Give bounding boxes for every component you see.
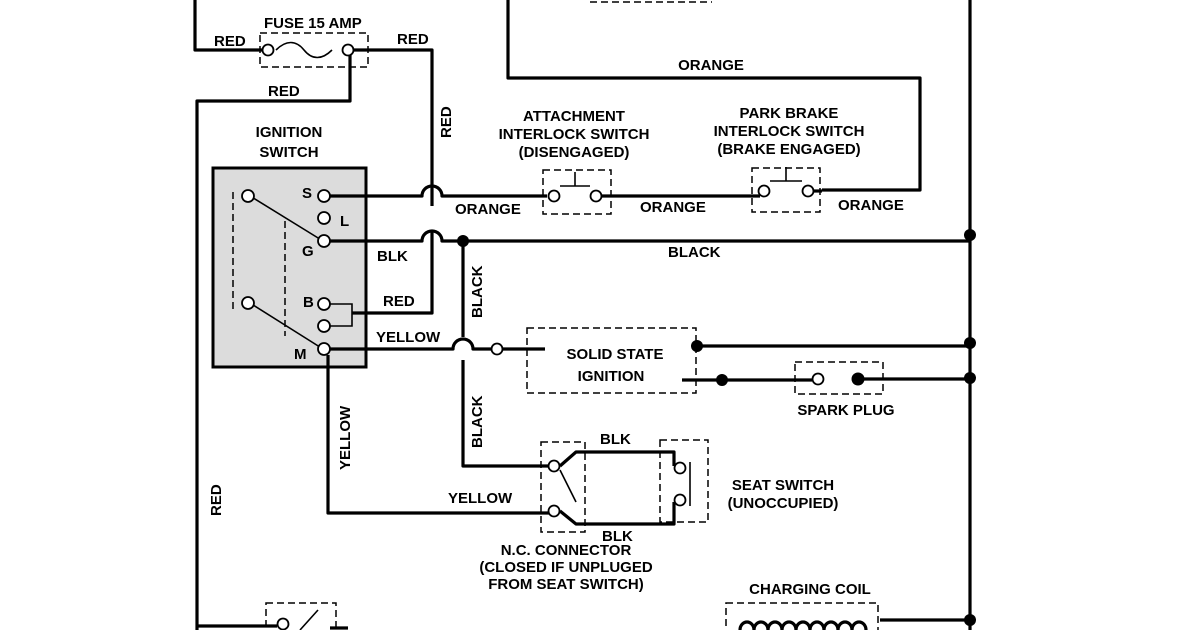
black-label-vertical-upper: BLACK (469, 265, 486, 318)
fuse-circuit (193, 0, 434, 630)
nc-connector-title-3: FROM SEAT SWITCH) (488, 576, 644, 593)
yellow-label-horizontal: YELLOW (376, 329, 441, 346)
ignition-switch-title-1: IGNITION (256, 124, 323, 141)
nc-connector-title-1: N.C. CONNECTOR (501, 542, 632, 559)
fuse-element-icon (275, 41, 333, 59)
orange-wire-loop (506, 0, 922, 192)
red-label-vertical-left: RED (208, 484, 225, 516)
red-label-b: RED (383, 293, 415, 310)
spark-plug-label: SPARK PLUG (797, 402, 894, 419)
attachment-title-3: (DISENGAGED) (519, 144, 630, 161)
red-label-top-right: RED (397, 31, 429, 48)
fuse-housing (259, 32, 369, 68)
park-brake-title-2: INTERLOCK SWITCH (714, 123, 865, 140)
seat-switch-title-2: (UNOCCUPIED) (728, 495, 839, 512)
red-label-under-fuse: RED (268, 83, 300, 100)
orange-label-1: ORANGE (455, 201, 521, 218)
black-label-main: BLACK (668, 244, 721, 261)
charging-coil-label: CHARGING COIL (749, 581, 871, 598)
seat-switch (659, 439, 709, 523)
lower-component (197, 602, 348, 630)
terminal-l: L (340, 213, 349, 230)
blk-label-seat-bottom: BLK (602, 528, 633, 545)
terminal-m: M (294, 346, 307, 363)
attachment-title-1: ATTACHMENT (523, 108, 625, 125)
yellow-wire-vertical (326, 355, 550, 515)
nc-connector-title-2: (CLOSED IF UNPLUGED (479, 559, 653, 576)
terminal-g: G (302, 243, 314, 260)
blk-label-seat-top: BLK (600, 431, 631, 448)
park-brake-title-3: (BRAKE ENGAGED) (717, 141, 860, 158)
orange-label-2: ORANGE (640, 199, 706, 216)
ignition-switch (211, 166, 368, 369)
orange-label-3: ORANGE (838, 197, 904, 214)
charging-coil (725, 602, 879, 630)
red-label-top-left: RED (214, 33, 246, 50)
seat-switch-title-1: SEAT SWITCH (732, 477, 834, 494)
park-brake-title-1: PARK BRAKE (740, 105, 839, 122)
attachment-title-2: INTERLOCK SWITCH (499, 126, 650, 143)
nc-connector (540, 441, 586, 533)
blk-label-g: BLK (377, 248, 408, 265)
red-wire-b (352, 230, 434, 315)
terminal-s: S (302, 185, 312, 202)
yellow-label-vertical: YELLOW (337, 405, 354, 470)
solid-state-ignition (526, 327, 697, 394)
black-wire-main (330, 229, 970, 243)
black-wire-vertical (461, 360, 550, 468)
park-brake-interlock-switch (751, 167, 821, 213)
ignition-switch-title-2: SWITCH (259, 144, 318, 161)
solid-state-ignition-title-1: SOLID STATE (567, 346, 664, 363)
attachment-interlock-switch (542, 169, 612, 215)
yellow-wire (330, 337, 496, 351)
fuse-label: FUSE 15 AMP (264, 15, 362, 32)
red-label-vertical-upper: RED (438, 106, 455, 138)
black-label-vertical-lower: BLACK (469, 395, 486, 448)
terminal-b: B (303, 294, 314, 311)
yellow-label-low: YELLOW (448, 490, 513, 507)
orange-label-top: ORANGE (678, 57, 744, 74)
solid-state-ignition-title-2: IGNITION (578, 368, 645, 385)
